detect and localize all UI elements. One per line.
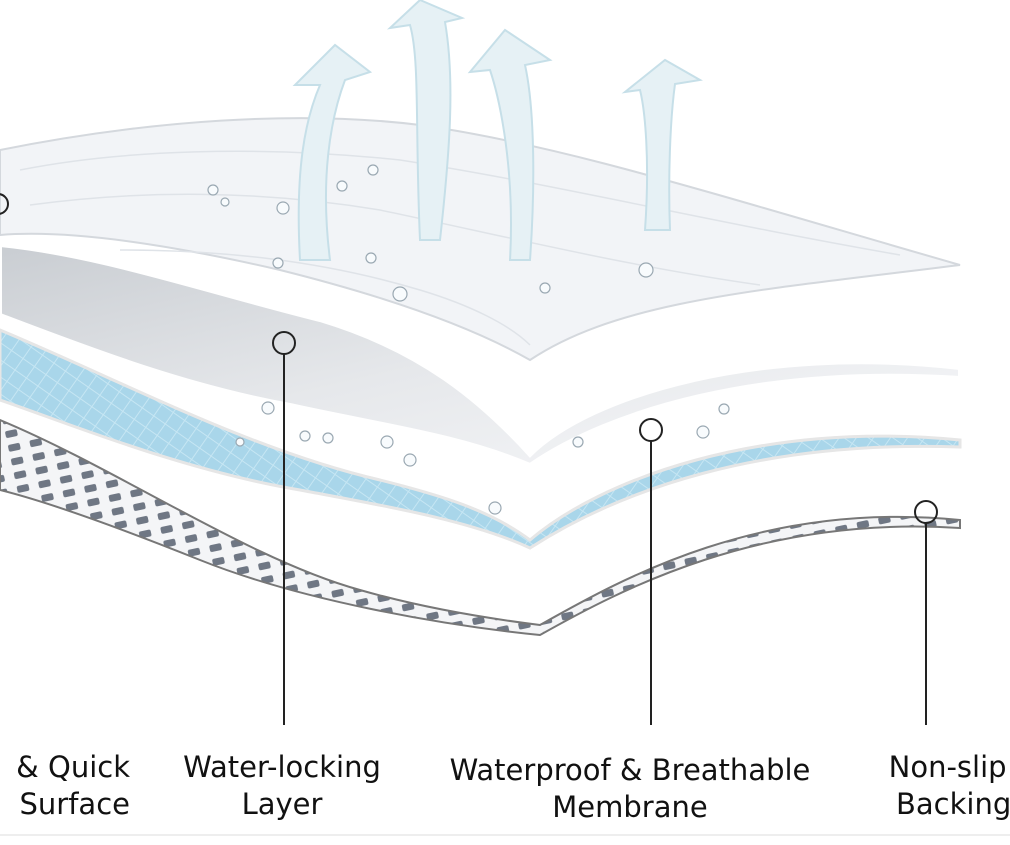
label-line: Surface [19,787,130,821]
label-line: Waterproof & Breathable [449,753,811,787]
divider [0,834,1010,836]
quilting-lines [19,150,901,346]
water-locking-layer [0,242,962,468]
label-line: & Quick [16,750,130,784]
label-line: Membrane [552,790,708,824]
label-line: Non-slip [888,750,1007,784]
callout-lines [0,193,938,725]
label-waterproof-membrane: Waterproof & Breathable Membrane [440,752,820,826]
label-non-slip-backing: Non-slip Backing [884,749,1010,823]
water-droplets [207,164,730,515]
label-line: Water-locking [183,750,381,784]
top-surface-layer [0,117,961,362]
breathable-arrows [292,0,703,261]
non-slip-backing-layer [0,418,961,637]
label-line: Backing [896,787,1010,821]
label-water-locking-layer: Water-locking Layer [173,749,391,823]
label-dry-surface: & Quick Surface [16,749,130,823]
label-line: Layer [241,787,323,821]
membrane-layer [0,328,962,550]
